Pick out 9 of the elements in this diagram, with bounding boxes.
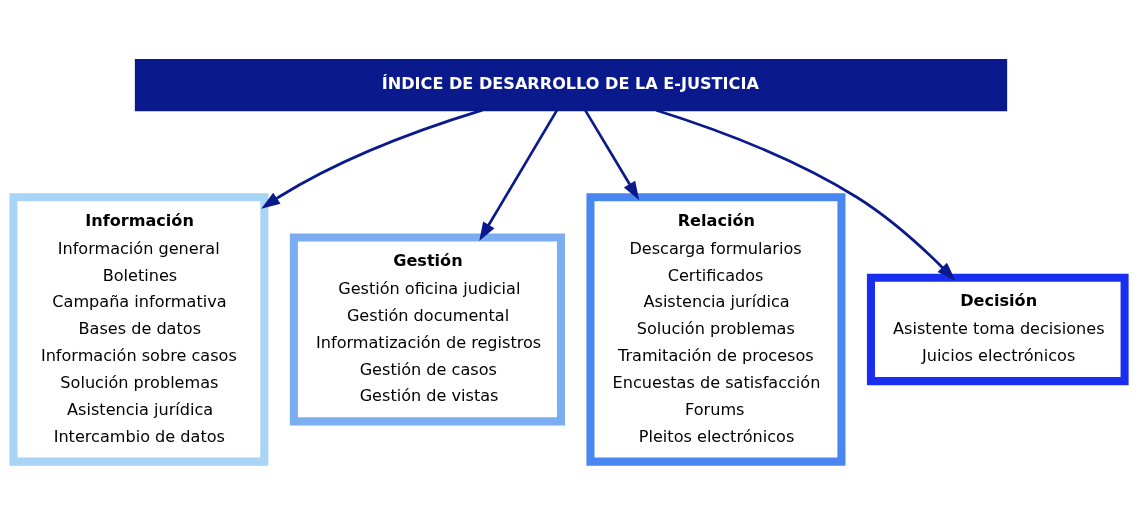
arrow xyxy=(261,108,483,209)
node-box: Relación Descarga formularios Certificados Asistencia jurídica Solución problemas Tramitación de procesos Encuestas de satisfacción Forums Pleitos electrónicos xyxy=(586,193,846,466)
arrow xyxy=(655,108,956,281)
arrow xyxy=(584,109,640,201)
node-box: ÍNDICE DE DESARROLLO DE LA E-JUSTICIA xyxy=(134,59,1008,112)
arrow xyxy=(479,109,559,241)
node-box: Decisión Asistente toma decisiones Juicios electrónicos xyxy=(866,273,1129,386)
node-box: Información Información general Boletines Campaña informativa Bases de datos Información sobre casos Solución problemas Asistencia jurídica Intercambio de datos xyxy=(9,193,269,466)
node-box: Gestión Gestión oficina judicial Gestión documental Informatización de registros Gestión de casos Gestión de vistas xyxy=(289,233,565,426)
